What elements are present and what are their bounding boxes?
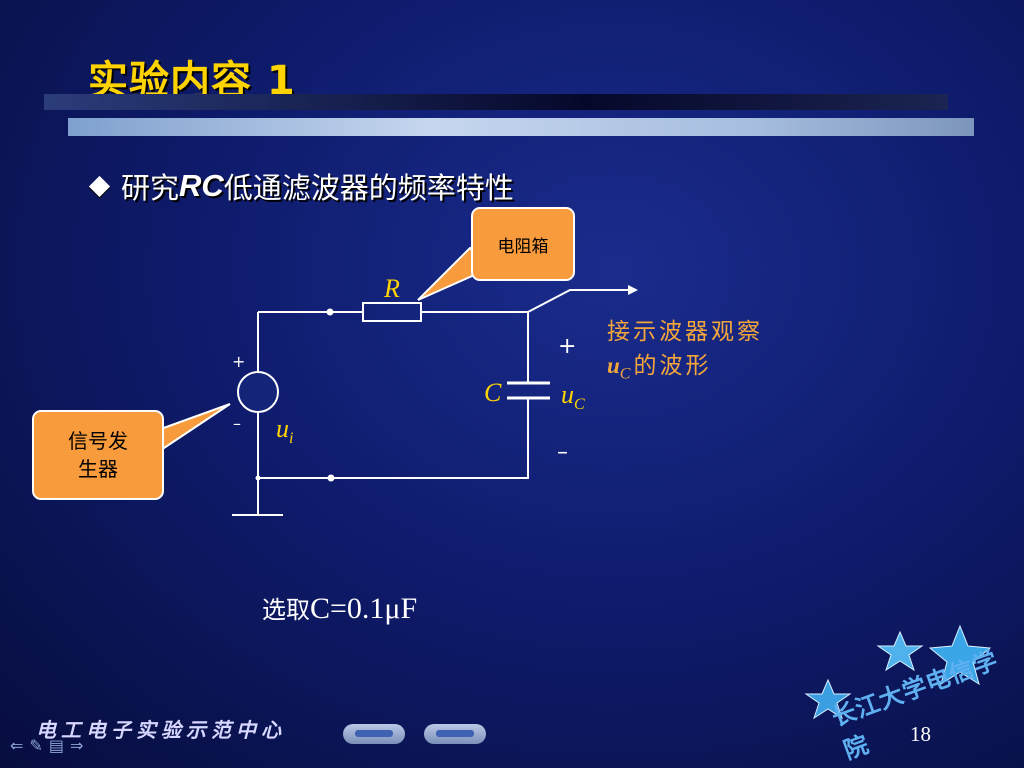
capacitance-selection: 选取C=0.1μF [262,590,417,626]
node-top [326,308,334,316]
star-icon [928,624,992,686]
forward-arrow-icon[interactable]: ⇒ [69,736,84,755]
generator-line1: 信号发 [68,429,128,453]
oscilloscope-arrow [628,285,638,295]
uc-main: u [561,380,574,409]
bullet-text-pre: 研究 [121,171,180,205]
footer-center-name: 电工电子实验示范中心 [36,718,286,742]
bullet-point: 研究 RC 低通滤波器的频率特性 [88,168,514,205]
bullet-text-rc: RC [179,168,224,203]
stars-decoration [804,624,992,720]
cap-plus-sign: + [558,334,577,359]
note-u: u [607,353,620,378]
title-underline-dark [44,94,948,110]
select-formula: C=0.1μF [310,592,418,625]
generator-callout-tail [157,403,231,454]
resistor-symbol [362,302,422,322]
star-icon [804,678,852,720]
uc-sub: C [574,396,585,414]
note-line1: 接示波器观察 [607,319,763,345]
source-plus-sign: + [232,352,246,371]
pencil-icon[interactable]: ✎ [29,736,43,755]
note-rest: 的波形 [633,353,712,379]
voltage-source-symbol [237,371,279,413]
bullet-text-post: 低通滤波器的频率特性 [223,171,514,205]
menu-icon[interactable]: ▤ [48,736,64,755]
page-number: 18 [910,722,931,746]
cap-minus-sign: – [557,440,568,465]
capacitor-label: C [484,378,502,407]
ui-main: u [276,414,289,443]
generator-line2: 生器 [78,457,118,481]
note-line2: uC的波形 [607,349,763,391]
source-minus-sign: – [233,414,241,433]
input-voltage-label: ui [276,414,293,448]
nav-icons: ⇐ ✎ ▤ ⇒ [10,736,83,755]
node-ground [255,475,261,481]
star-icon [876,630,924,672]
signal-generator-callout: 信号发 生器 [32,410,164,500]
back-arrow-icon[interactable]: ⇐ [10,736,24,755]
resistor-label: R [384,274,400,303]
select-prefix: 选取 [262,596,310,624]
resistor-box-callout: 电阻箱 [471,207,575,281]
oscilloscope-note: 接示波器观察 uC的波形 [607,316,763,391]
prev-slide-button[interactable] [343,724,405,744]
note-sub: C [619,365,634,383]
next-slide-button[interactable] [424,724,486,744]
node-bottom [327,474,335,482]
wire-top-right [421,311,529,383]
title-underline-light [68,118,974,136]
ui-sub: i [289,430,294,448]
oscilloscope-lead [527,289,628,313]
capacitor-voltage-label: uC [561,380,585,414]
